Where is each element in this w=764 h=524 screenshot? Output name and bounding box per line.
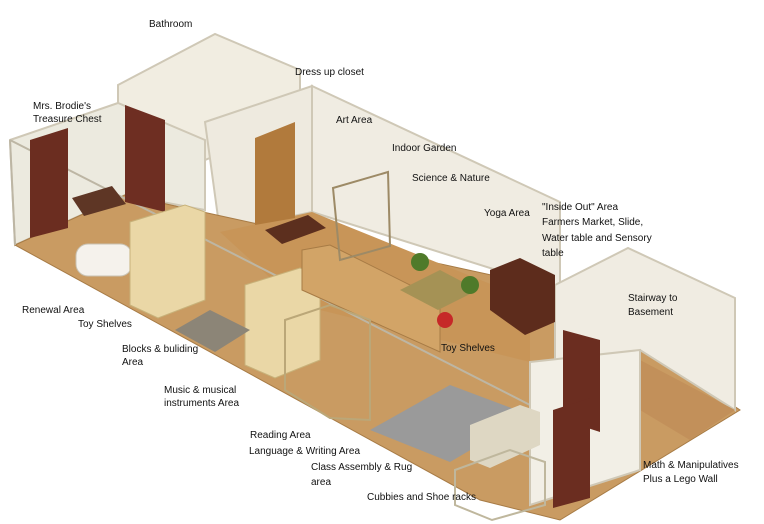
garden-plant-2 [461,276,479,294]
label-art-area: Art Area [336,115,373,126]
label-renewal-area: Renewal Area [22,305,85,316]
bathtub [75,243,133,277]
label-blocks-line2: Area [122,357,144,368]
label-cubbies: Cubbies and Shoe racks [367,492,476,503]
front-wall-edge [9,139,531,406]
entry-door [553,398,590,508]
label-blocks-line1: Blocks & buliding [122,344,199,355]
stairway-floor [640,360,735,440]
label-language-writing: Language & Writing Area [249,446,361,457]
label-bathroom: Bathroom [149,19,193,30]
label-class-assembly-line1: Class Assembly & Rug [311,462,413,473]
label-reading-area: Reading Area [250,430,311,441]
label-yoga-area: Yoga Area [484,208,530,219]
yoga-rug [400,270,478,310]
treasure-chest-door [30,128,68,238]
label-inside-out-line3: Water table and Sensory [542,233,652,244]
bathroom-door [125,105,165,212]
label-math-line1: Math & Manipulatives [643,460,739,471]
label-inside-out-line4: table [542,248,564,259]
blocks-rug [175,310,250,352]
label-math-line2: Plus a Lego Wall [643,474,718,485]
garden-plant-1 [411,253,429,271]
label-stairway-line2: Basement [628,307,674,318]
art-easel-shelf [331,170,392,262]
toy-shelf-right [244,267,321,379]
assembly-rug [370,385,530,462]
label-science-nature: Science & Nature [412,173,490,184]
label-inside-out-line1: "Inside Out" Area [542,202,619,213]
treasure-chest [72,186,126,216]
reading-couch [470,405,540,468]
label-treasure-chest-line1: Mrs. Brodie's [33,101,92,112]
music-shelf [284,303,371,422]
closet-doors [255,122,295,225]
market-stand [490,258,555,335]
art-table [265,215,326,244]
left-wall-edge [9,139,16,246]
cubbies-rack [454,448,546,522]
toy-shelf-left [129,204,206,319]
label-class-assembly-line2: area [311,477,332,488]
label-music-line1: Music & musical [164,385,237,396]
label-dress-up-closet: Dress up closet [295,67,364,78]
label-music-line2: instruments Area [164,398,240,409]
label-indoor-garden: Indoor Garden [392,143,457,154]
red-chair [437,312,453,328]
label-inside-out-line2: Farmers Market, Slide, [542,217,644,228]
label-toy-shelves-right: Toy Shelves [441,343,495,354]
label-stairway-line1: Stairway to [628,293,678,304]
label-toy-shelves-left: Toy Shelves [78,319,132,330]
label-treasure-chest-line2: Treasure Chest [33,114,102,125]
